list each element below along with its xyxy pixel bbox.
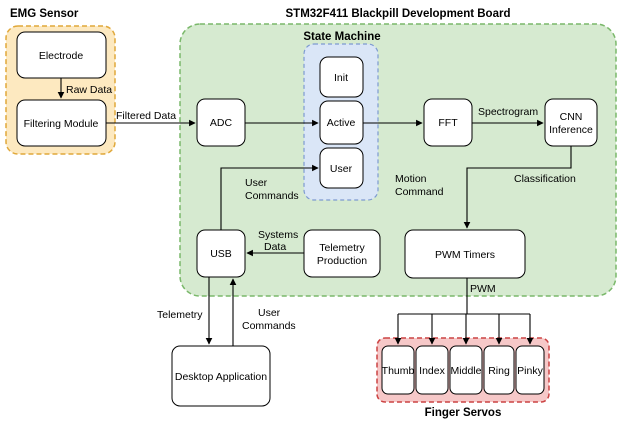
- svg-text:FFT: FFT: [438, 117, 458, 129]
- desktop-application-block: Desktop Application: [171, 345, 271, 407]
- state-active-block: Active: [319, 100, 364, 145]
- label-spectrogram: Spectrogram: [478, 106, 538, 118]
- fft-block: FFT: [423, 98, 473, 147]
- label-classification: Classification: [514, 173, 576, 185]
- state-user-block: User: [319, 147, 364, 189]
- svg-text:Desktop Application: Desktop Application: [175, 371, 267, 383]
- svg-text:Thumb: Thumb: [382, 365, 415, 377]
- svg-text:Index: Index: [419, 365, 445, 377]
- servo-thumb-block: Thumb: [381, 345, 415, 395]
- dev-board-title: STM32F411 Blackpill Development Board: [286, 8, 511, 20]
- filtering-module-block: Filtering Module: [16, 99, 107, 147]
- label-user-commands-board-1: User: [245, 177, 268, 189]
- label-user-commands-board-2: Commands: [245, 190, 299, 202]
- finger-servos-title: Finger Servos: [425, 407, 502, 419]
- servo-index-block: Index: [415, 345, 449, 395]
- emg-sensor-title: EMG Sensor: [10, 8, 79, 20]
- svg-text:Active: Active: [327, 117, 356, 129]
- svg-text:Electrode: Electrode: [39, 50, 84, 62]
- servo-pinky-block: Pinky: [515, 345, 545, 395]
- label-filtered-data: Filtered Data: [116, 110, 176, 122]
- svg-text:Middle: Middle: [451, 365, 482, 377]
- telemetry-production-block: Telemetry Production: [303, 229, 381, 278]
- svg-text:Inference: Inference: [549, 124, 593, 136]
- servo-ring-block: Ring: [483, 345, 515, 395]
- edge-usb-to-user: [220, 164, 319, 230]
- svg-text:Filtering Module: Filtering Module: [24, 118, 99, 130]
- label-user-commands-desktop-2: Commands: [242, 320, 296, 332]
- svg-text:Ring: Ring: [488, 365, 510, 377]
- svg-text:Production: Production: [317, 255, 367, 267]
- adc-block: ADC: [196, 98, 246, 147]
- label-raw-data: Raw Data: [66, 84, 112, 96]
- label-motion-command-1: Motion: [395, 173, 427, 185]
- label-systems-data-2: Data: [264, 241, 286, 253]
- state-machine-title: State Machine: [303, 31, 380, 43]
- svg-text:Telemetry: Telemetry: [319, 242, 365, 254]
- electrode-block: Electrode: [16, 31, 107, 79]
- servo-middle-block: Middle: [449, 345, 483, 395]
- label-motion-command-2: Command: [395, 186, 444, 198]
- label-telemetry: Telemetry: [157, 309, 203, 321]
- svg-text:ADC: ADC: [210, 117, 233, 129]
- svg-text:Pinky: Pinky: [517, 365, 543, 377]
- label-systems-data-1: Systems: [258, 229, 298, 241]
- svg-text:USB: USB: [210, 248, 232, 260]
- pwm-timers-block: PWM Timers: [404, 229, 526, 279]
- dev-board-group: [179, 23, 617, 297]
- svg-text:CNN: CNN: [560, 111, 583, 123]
- label-user-commands-desktop-1: User: [258, 307, 281, 319]
- svg-text:Init: Init: [334, 72, 348, 84]
- svg-text:User: User: [330, 163, 353, 175]
- state-init-block: Init: [319, 56, 364, 98]
- edge-classification: [463, 146, 572, 229]
- label-pwm: PWM: [470, 283, 496, 295]
- cnn-inference-block: CNN Inference: [544, 98, 598, 147]
- svg-text:PWM Timers: PWM Timers: [435, 249, 495, 261]
- usb-block: USB: [196, 229, 246, 278]
